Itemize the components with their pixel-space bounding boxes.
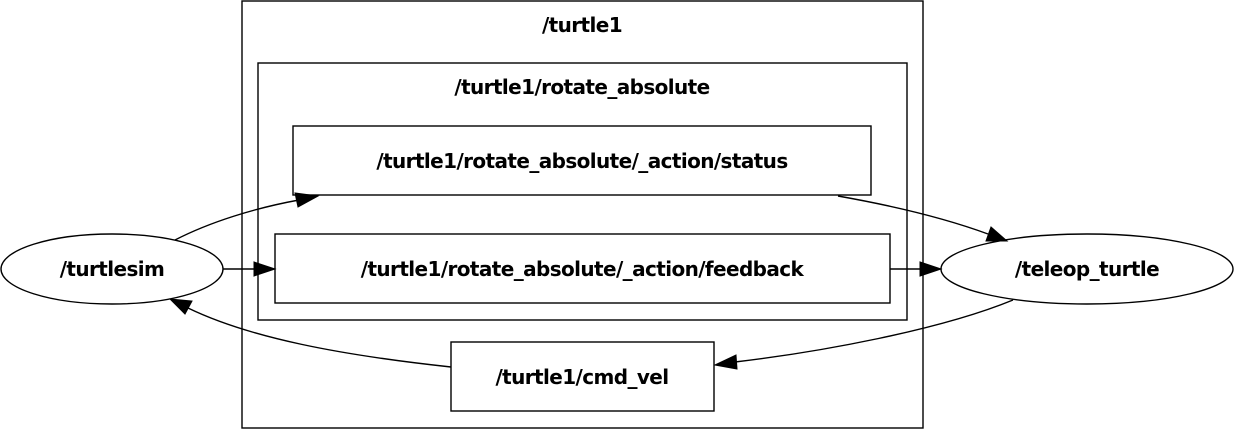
node-teleop-turtle-label: /teleop_turtle [1015, 257, 1159, 281]
node-turtlesim-label: /turtlesim [60, 257, 165, 281]
edge-feedback-to-teleop-arrowhead [919, 261, 943, 277]
cluster-rotate-absolute: /turtle1/rotate_absolute [257, 62, 908, 321]
edge-teleop-to-cmd-vel-line [734, 299, 1014, 363]
edge-turtlesim-to-status-line [174, 199, 300, 241]
edge-turtlesim-to-feedback-arrowhead [253, 261, 277, 277]
edge-feedback-to-teleop [890, 261, 943, 277]
topic-feedback-box[interactable] [274, 233, 891, 304]
edge-teleop-to-cmd-vel [713, 299, 1014, 370]
edge-status-to-teleop-arrowhead [985, 226, 1009, 242]
edge-cmd-vel-to-turtlesim-line [187, 307, 452, 368]
topic-feedback[interactable]: /turtle1/rotate_absolute/_action/feedbac… [274, 233, 891, 304]
edge-cmd-vel-to-turtlesim-arrowhead [168, 298, 193, 315]
topic-cmd-vel-box[interactable] [450, 341, 715, 412]
cluster-rotate-absolute-border [257, 62, 908, 321]
topic-status-box[interactable] [292, 125, 872, 196]
edge-turtlesim-to-status-arrowhead [294, 192, 320, 208]
edge-status-to-teleop-line [837, 195, 989, 235]
cluster-rotate-absolute-label: /turtle1/rotate_absolute [454, 75, 709, 99]
topic-cmd-vel-label: /turtle1/cmd_vel [495, 365, 668, 389]
edge-cmd-vel-to-turtlesim [168, 298, 452, 368]
topic-status[interactable]: /turtle1/rotate_absolute/_action/status [292, 125, 872, 196]
edge-status-to-teleop [837, 195, 1009, 242]
edge-teleop-to-cmd-vel-arrowhead [713, 354, 738, 370]
topic-cmd-vel[interactable]: /turtle1/cmd_vel [450, 341, 715, 412]
topic-feedback-label: /turtle1/rotate_absolute/_action/feedbac… [361, 257, 805, 281]
edge-turtlesim-to-feedback [223, 261, 277, 277]
node-turtlesim[interactable]: /turtlesim [0, 233, 224, 305]
node-teleop-turtle[interactable]: /teleop_turtle [940, 233, 1234, 305]
topic-status-label: /turtle1/rotate_absolute/_action/status [376, 149, 787, 173]
edge-turtlesim-to-status [174, 192, 320, 241]
cluster-turtle1-label: /turtle1 [542, 13, 622, 37]
